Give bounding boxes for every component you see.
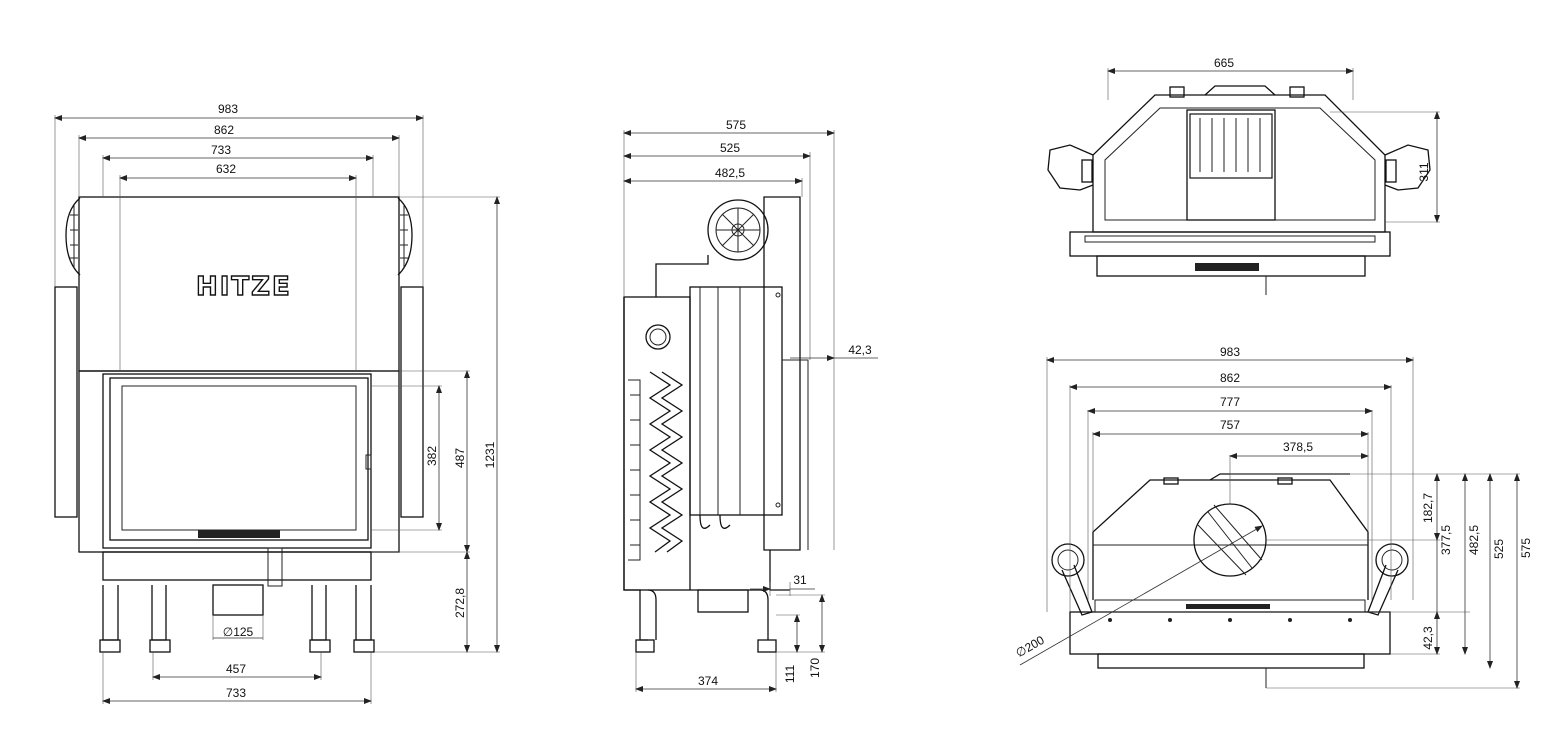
side-width-482-5: 482,5: [715, 166, 745, 180]
plan-width-862: 862: [1220, 371, 1240, 385]
plan-width-378-5: 378,5: [1283, 440, 1313, 454]
front-width-632: 632: [216, 162, 236, 176]
plan-offset: 42,3: [1421, 626, 1435, 650]
front-width-983: 983: [218, 102, 238, 116]
front-view: HITZE 983 862 733 632: [54, 102, 500, 704]
front-glass-height: 382: [425, 446, 439, 466]
plan-width-777: 777: [1220, 395, 1240, 409]
top-view: 665 311: [1047, 56, 1440, 295]
plan-view: 983 862 777 757 378,5 182,7 377,5 482,5 …: [1013, 345, 1533, 689]
plan-height-482-5: 482,5: [1467, 525, 1481, 555]
plan-height-525: 525: [1492, 539, 1506, 559]
top-height: 311: [1417, 162, 1431, 181]
plan-width-757: 757: [1220, 418, 1240, 432]
side-width-525: 525: [720, 141, 740, 155]
side-width-575: 575: [726, 118, 746, 132]
front-leg-span: 457: [226, 662, 246, 676]
hitze-logo: HITZE: [196, 272, 292, 302]
side-offset: 42,3: [848, 343, 872, 357]
side-height-111: 111: [783, 665, 797, 684]
front-base-height: 272,8: [453, 588, 467, 618]
front-base-width: 733: [226, 686, 246, 700]
top-width: 665: [1214, 56, 1234, 70]
plan-width-983: 983: [1220, 345, 1240, 359]
side-view: 575 525 482,5 42,3 31 111 170 374: [623, 118, 878, 692]
front-total-height: 1231: [483, 441, 497, 468]
front-width-733: 733: [211, 143, 231, 157]
plan-height-575: 575: [1519, 538, 1533, 558]
plan-height-182-7: 182,7: [1421, 493, 1435, 523]
front-door-height: 487: [453, 448, 467, 468]
plan-height-377-5: 377,5: [1439, 525, 1453, 555]
side-step: 31: [793, 573, 807, 587]
side-depth: 374: [698, 674, 718, 688]
front-width-862: 862: [214, 123, 234, 137]
side-height-170: 170: [808, 658, 822, 678]
plan-flue-diameter: ∅200: [1013, 633, 1047, 661]
front-flue-diameter: ∅125: [223, 625, 254, 639]
